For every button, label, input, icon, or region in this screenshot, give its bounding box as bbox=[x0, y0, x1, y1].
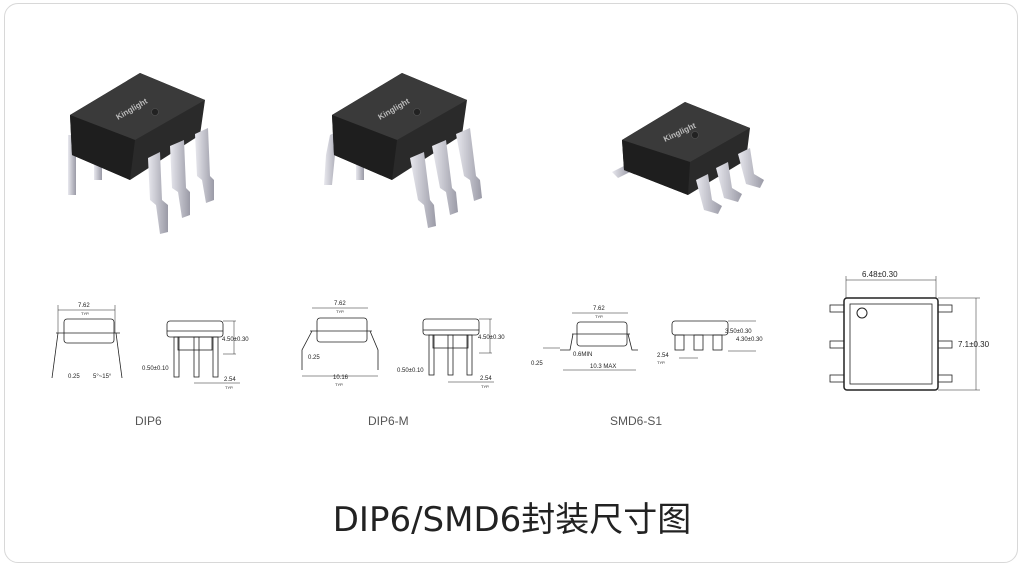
svg-text:TYP.: TYP. bbox=[336, 309, 344, 314]
dip6m-dimension-drawing: 7.62 TYP. 0.25 10.16 TYP. 4.50±0.30 0.50… bbox=[301, 301, 505, 428]
svg-text:2.54: 2.54 bbox=[480, 376, 492, 382]
top-view-drawing: 6.48±0.30 7.1±0.30 bbox=[829, 270, 990, 391]
svg-text:10.16: 10.16 bbox=[333, 375, 349, 381]
svg-text:TYP.: TYP. bbox=[335, 382, 343, 387]
svg-text:6.48±0.30: 6.48±0.30 bbox=[862, 270, 898, 279]
package-label-dip6: DIP6 bbox=[135, 414, 162, 428]
svg-text:0.6MIN: 0.6MIN bbox=[573, 352, 592, 358]
diagram-title: DIP6/SMD6封装尺寸图 bbox=[333, 500, 692, 540]
package-label-dip6m: DIP6-M bbox=[368, 414, 409, 428]
dip6-chip-image: Kinglight bbox=[68, 73, 214, 234]
svg-text:0.50±0.10: 0.50±0.10 bbox=[142, 366, 169, 372]
package-label-smd6: SMD6-S1 bbox=[610, 414, 662, 428]
svg-text:7.62: 7.62 bbox=[78, 303, 90, 309]
svg-text:TYP.: TYP. bbox=[81, 311, 89, 316]
svg-text:0.50±0.10: 0.50±0.10 bbox=[397, 368, 424, 374]
dip6-dimension-drawing: 7.62 TYP. 0.25 5°~15° 4.50±0.30 0.50±0.1… bbox=[51, 303, 249, 428]
svg-text:TYP.: TYP. bbox=[595, 314, 603, 319]
svg-text:7.1±0.30: 7.1±0.30 bbox=[958, 340, 990, 349]
svg-text:TYP.: TYP. bbox=[657, 360, 665, 365]
svg-text:0.25: 0.25 bbox=[68, 374, 80, 380]
svg-text:0.25: 0.25 bbox=[531, 361, 543, 367]
svg-text:4.50±0.30: 4.50±0.30 bbox=[222, 337, 249, 343]
svg-text:10.3 MAX: 10.3 MAX bbox=[590, 364, 616, 370]
dip6m-chip-image: Kinglight bbox=[324, 73, 482, 228]
smd6-chip-image: Kinglight bbox=[612, 102, 764, 214]
svg-text:3.50±0.30: 3.50±0.30 bbox=[725, 329, 752, 335]
svg-text:TYP.: TYP. bbox=[225, 385, 233, 390]
svg-text:4.50±0.30: 4.50±0.30 bbox=[478, 335, 505, 341]
svg-text:2.54: 2.54 bbox=[224, 377, 236, 383]
svg-text:4.30±0.30: 4.30±0.30 bbox=[736, 337, 763, 343]
svg-text:2.54: 2.54 bbox=[657, 353, 669, 359]
svg-text:5°~15°: 5°~15° bbox=[93, 374, 112, 380]
svg-text:7.62: 7.62 bbox=[334, 301, 346, 307]
svg-text:0.25: 0.25 bbox=[308, 355, 320, 361]
svg-text:7.62: 7.62 bbox=[593, 306, 605, 312]
svg-text:TYP.: TYP. bbox=[481, 384, 489, 389]
smd6-dimension-drawing: 7.62 TYP. 0.6MIN 0.25 10.3 MAX 3.50±0.30… bbox=[531, 306, 763, 428]
